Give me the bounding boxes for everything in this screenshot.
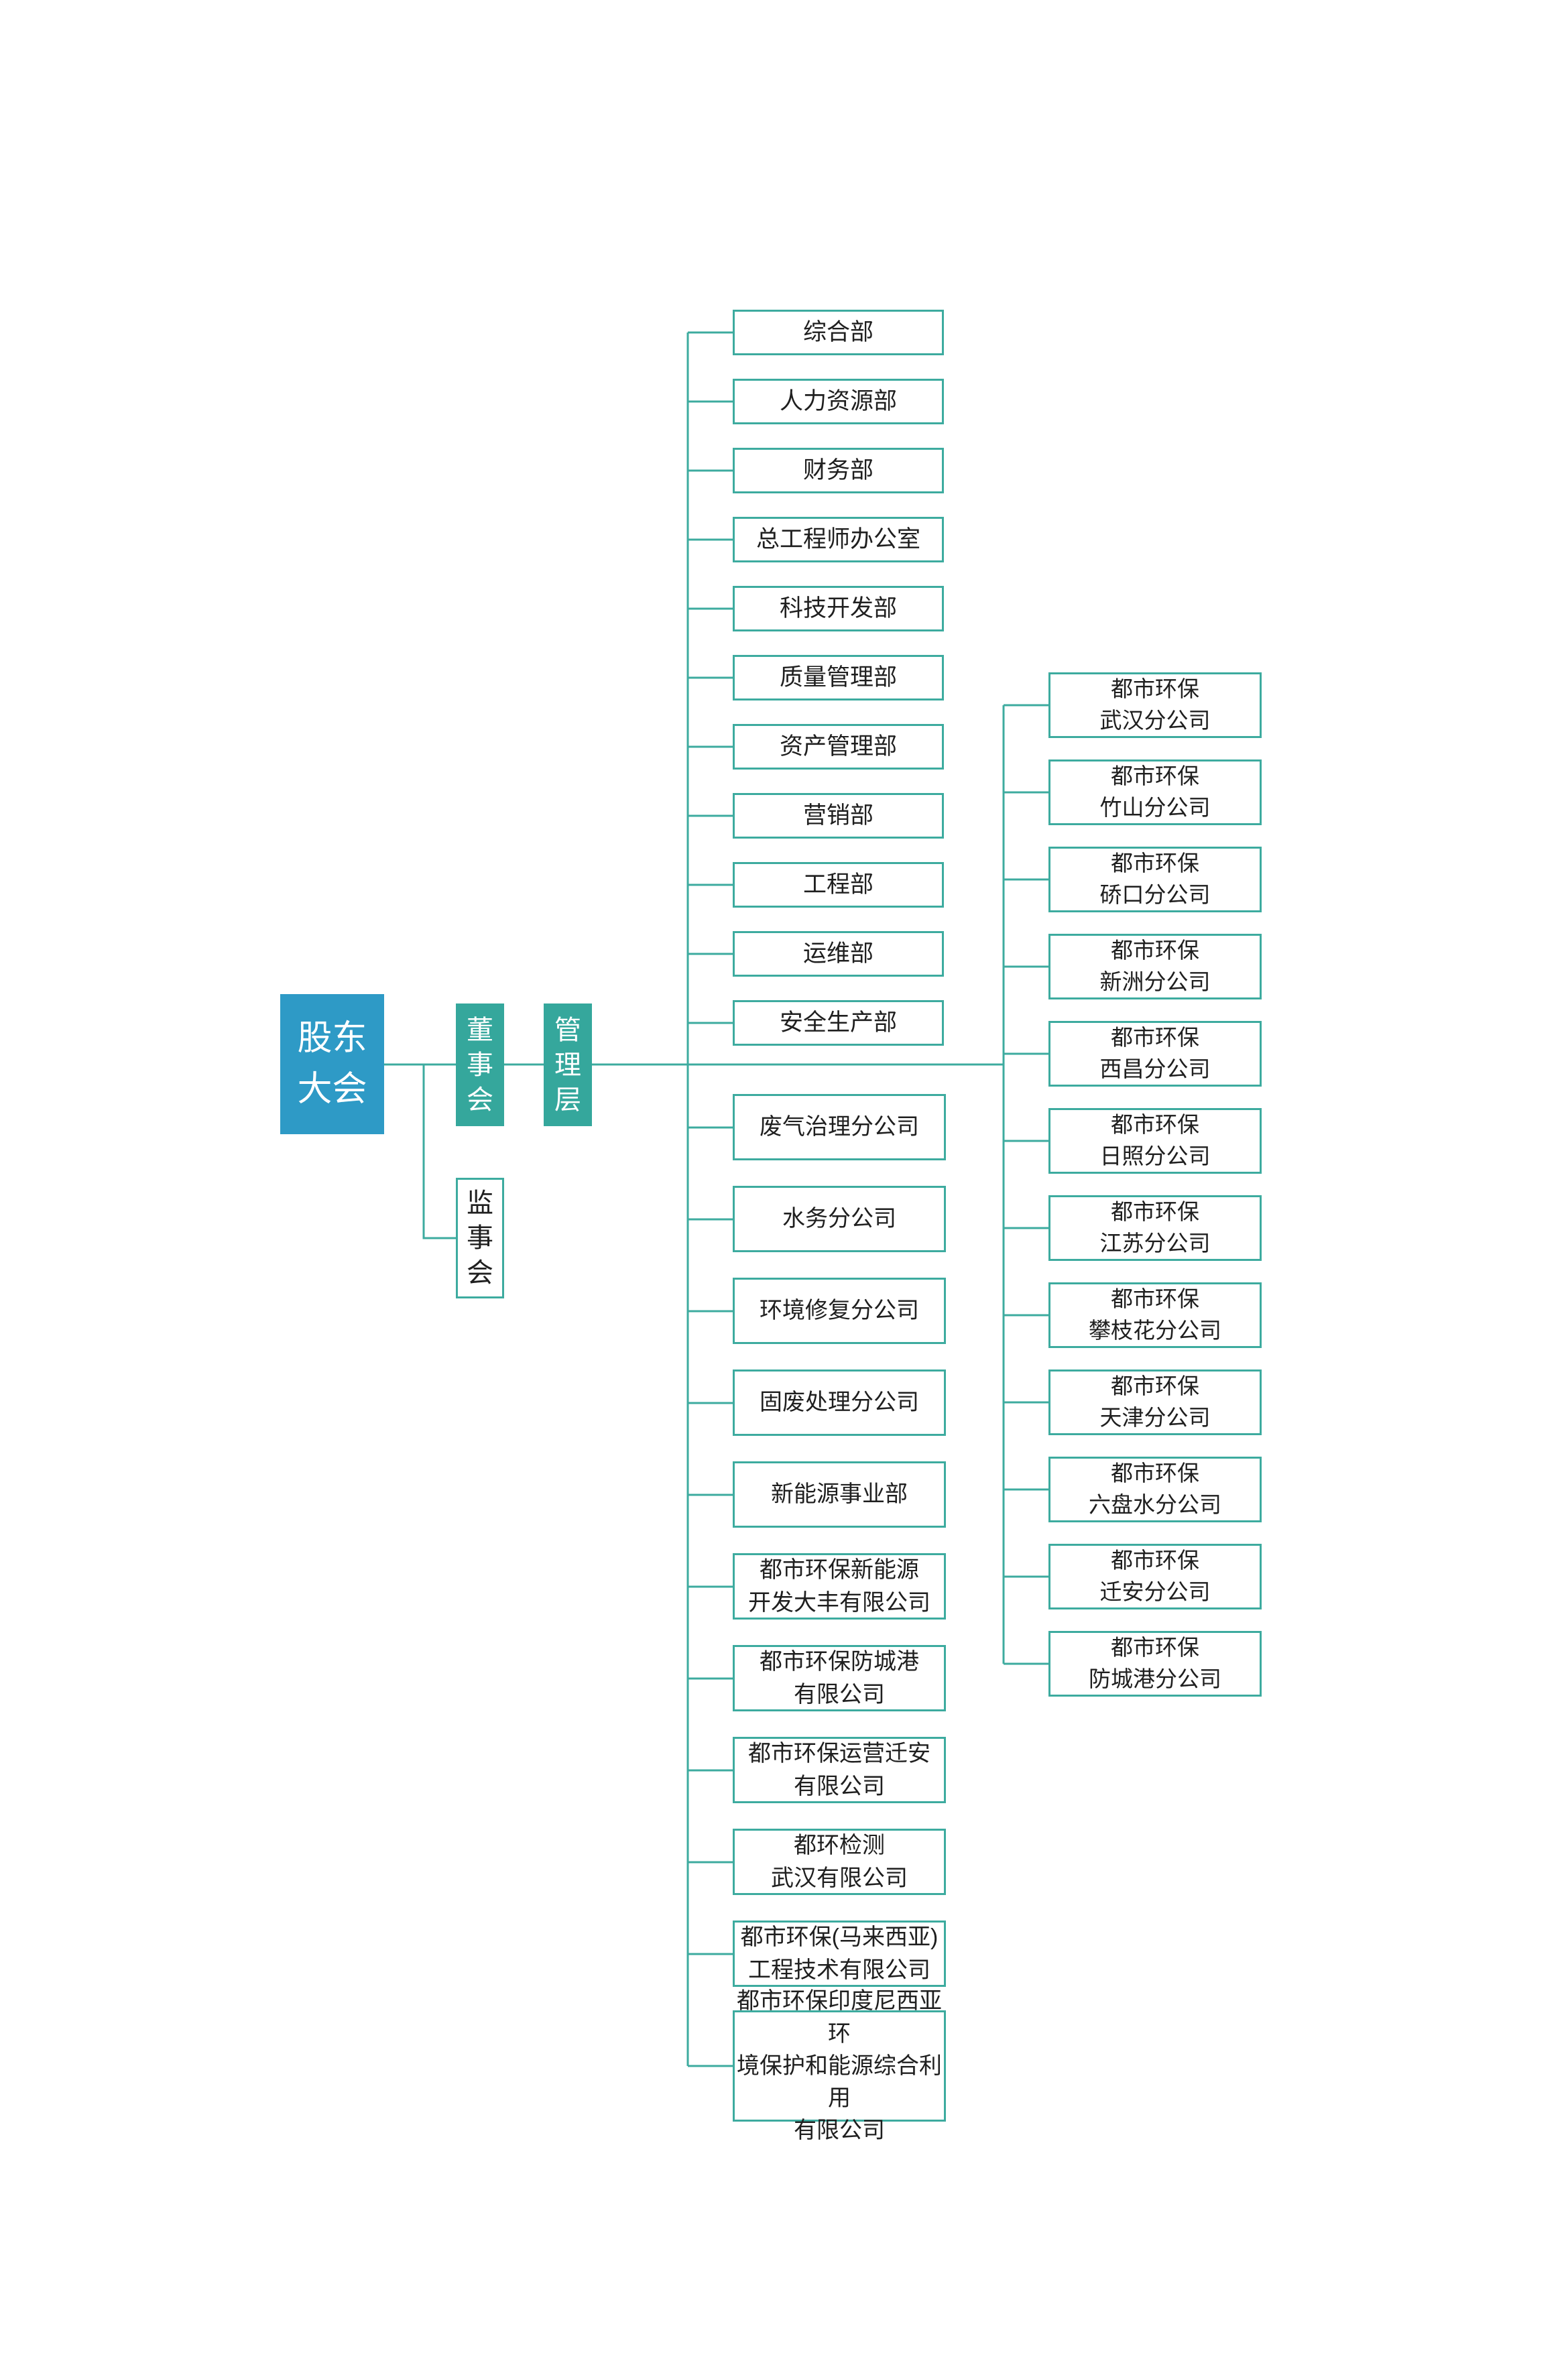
subsidiary-box-0: 废气治理分公司 xyxy=(733,1094,946,1160)
management-box: 管 理 层 xyxy=(544,1003,592,1126)
department-box-5: 质量管理部 xyxy=(733,655,944,701)
branch-box-3: 都市环保 新洲分公司 xyxy=(1048,934,1262,999)
department-box-7: 营销部 xyxy=(733,793,944,839)
subsidiary-box-7: 都市环保运营迁安 有限公司 xyxy=(733,1737,946,1803)
branch-box-10: 都市环保 迁安分公司 xyxy=(1048,1544,1262,1609)
subsidiary-box-3: 固废处理分公司 xyxy=(733,1369,946,1436)
department-box-9: 运维部 xyxy=(733,931,944,977)
branch-box-7: 都市环保 攀枝花分公司 xyxy=(1048,1282,1262,1348)
board-of-directors-box: 董 事 会 xyxy=(456,1003,504,1126)
subsidiary-box-1: 水务分公司 xyxy=(733,1186,946,1252)
subsidiary-box-9: 都市环保(马来西亚) 工程技术有限公司 xyxy=(733,1921,946,1987)
department-box-4: 科技开发部 xyxy=(733,586,944,631)
shareholders-meeting-box: 股东 大会 xyxy=(280,994,384,1134)
branch-box-2: 都市环保 硚口分公司 xyxy=(1048,847,1262,912)
branch-box-9: 都市环保 六盘水分公司 xyxy=(1048,1457,1262,1522)
subsidiary-box-2: 环境修复分公司 xyxy=(733,1278,946,1344)
branch-box-1: 都市环保 竹山分公司 xyxy=(1048,759,1262,825)
branch-box-8: 都市环保 天津分公司 xyxy=(1048,1369,1262,1435)
subsidiary-box-8: 都环检测 武汉有限公司 xyxy=(733,1829,946,1895)
department-box-10: 安全生产部 xyxy=(733,1000,944,1046)
subsidiary-box-10: 都市环保印度尼西亚环 境保护和能源综合利用 有限公司 xyxy=(733,1988,946,2143)
connector-path xyxy=(384,331,1048,2067)
department-box-2: 财务部 xyxy=(733,448,944,493)
department-box-0: 综合部 xyxy=(733,310,944,355)
department-box-8: 工程部 xyxy=(733,862,944,908)
branch-box-5: 都市环保 日照分公司 xyxy=(1048,1108,1262,1174)
branch-box-4: 都市环保 西昌分公司 xyxy=(1048,1021,1262,1087)
department-box-3: 总工程师办公室 xyxy=(733,517,944,562)
subsidiary-box-5: 都市环保新能源 开发大丰有限公司 xyxy=(733,1553,946,1620)
supervisory-board-box: 监 事 会 xyxy=(456,1178,504,1298)
department-box-6: 资产管理部 xyxy=(733,724,944,770)
branch-box-6: 都市环保 江苏分公司 xyxy=(1048,1195,1262,1261)
subsidiary-box-6: 都市环保防城港 有限公司 xyxy=(733,1645,946,1711)
branch-box-0: 都市环保 武汉分公司 xyxy=(1048,672,1262,738)
branch-box-11: 都市环保 防城港分公司 xyxy=(1048,1631,1262,1697)
department-box-1: 人力资源部 xyxy=(733,379,944,424)
subsidiary-box-4: 新能源事业部 xyxy=(733,1461,946,1528)
